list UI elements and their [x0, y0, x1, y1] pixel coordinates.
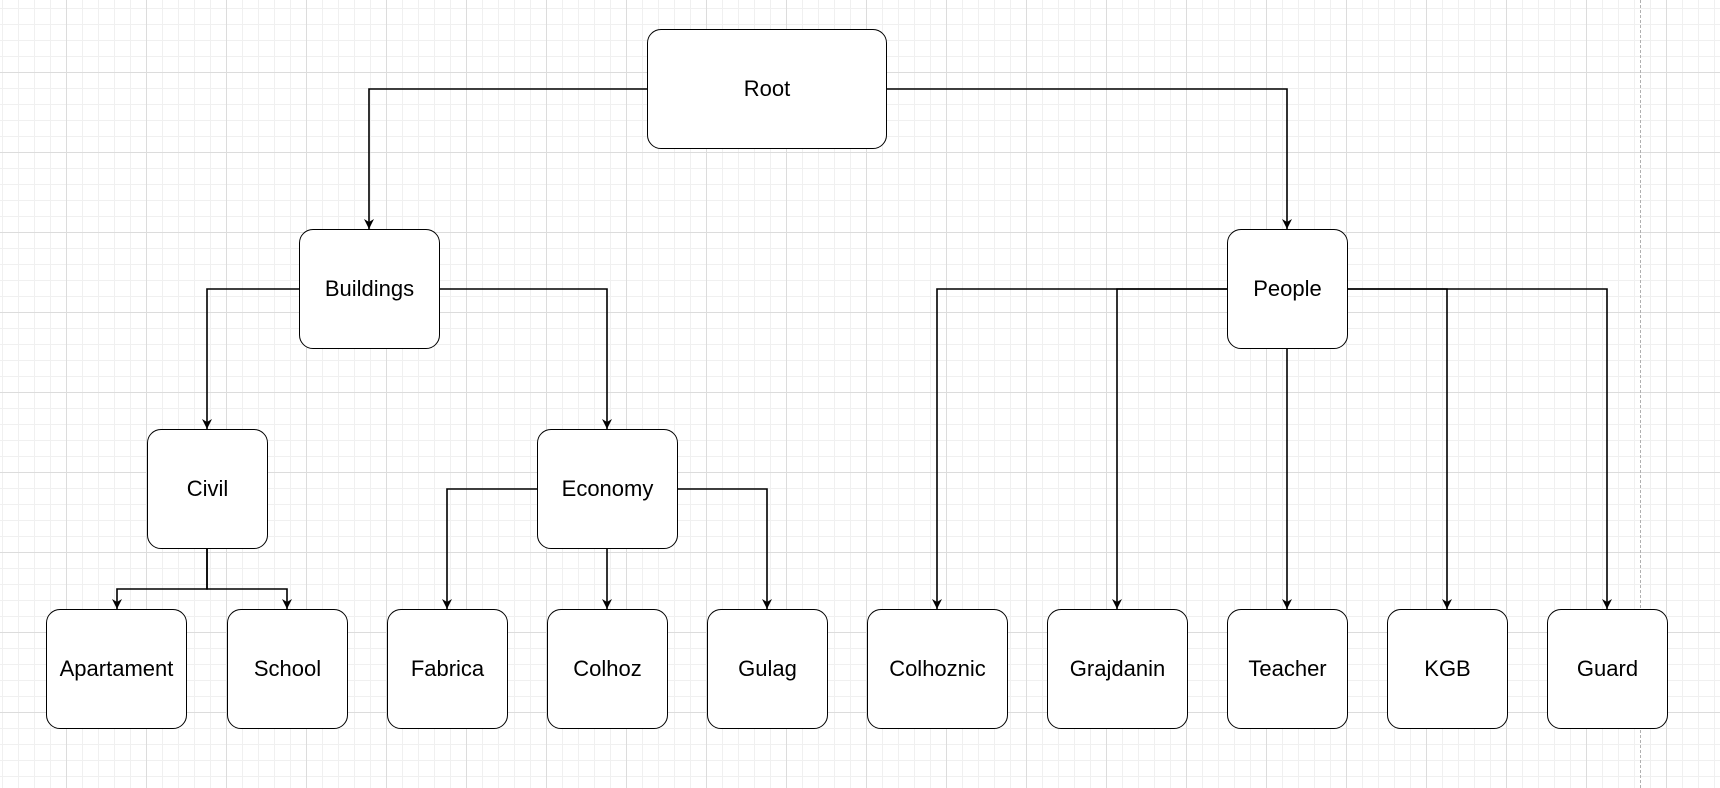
edge-root-buildings[interactable]	[364, 88, 647, 229]
node-root[interactable]: Root	[647, 29, 887, 149]
node-civil[interactable]: Civil	[147, 429, 268, 549]
node-economy-label: Economy	[561, 476, 654, 501]
node-apartament-label: Apartament	[59, 656, 174, 681]
node-buildings[interactable]: Buildings	[299, 229, 440, 349]
node-fabrica[interactable]: Fabrica	[387, 609, 508, 729]
node-grajdanin[interactable]: Grajdanin	[1047, 609, 1188, 729]
node-root-label: Root	[743, 76, 791, 101]
edge-root-people[interactable]	[887, 88, 1292, 229]
node-colhoz[interactable]: Colhoz	[547, 609, 668, 729]
node-gulag-label: Gulag	[738, 656, 797, 681]
edge-people-kgb[interactable]	[1348, 288, 1452, 609]
page-boundary-line	[1640, 0, 1641, 788]
node-gulag[interactable]: Gulag	[707, 609, 828, 729]
edge-buildings-civil[interactable]	[202, 288, 299, 429]
node-buildings-label: Buildings	[324, 276, 415, 301]
node-teacher-label: Teacher	[1248, 656, 1327, 681]
node-colhoznic[interactable]: Colhoznic	[867, 609, 1008, 729]
node-economy[interactable]: Economy	[537, 429, 678, 549]
edge-people-grajdanin[interactable]	[1112, 288, 1227, 609]
node-apartament[interactable]: Apartament	[46, 609, 187, 729]
node-people-label: People	[1253, 276, 1322, 301]
node-grajdanin-label: Grajdanin	[1069, 656, 1166, 681]
node-colhoznic-label: Colhoznic	[889, 656, 986, 681]
node-kgb[interactable]: KGB	[1387, 609, 1508, 729]
edge-people-colhoznic[interactable]	[932, 288, 1227, 609]
edge-civil-apartament[interactable]	[112, 549, 208, 609]
node-teacher[interactable]: Teacher	[1227, 609, 1348, 729]
edge-civil-school[interactable]	[206, 549, 292, 609]
node-colhoz-label: Colhoz	[573, 656, 642, 681]
node-kgb-label: KGB	[1424, 656, 1471, 681]
node-school-label: School	[253, 656, 322, 681]
edge-buildings-economy[interactable]	[440, 288, 612, 429]
edge-people-guard[interactable]	[1348, 288, 1612, 609]
node-civil-label: Civil	[186, 476, 229, 501]
node-guard[interactable]: Guard	[1547, 609, 1668, 729]
edge-economy-fabrica[interactable]	[442, 488, 537, 609]
node-school[interactable]: School	[227, 609, 348, 729]
node-guard-label: Guard	[1576, 656, 1639, 681]
node-fabrica-label: Fabrica	[410, 656, 485, 681]
edge-economy-gulag[interactable]	[678, 488, 772, 609]
node-people[interactable]: People	[1227, 229, 1348, 349]
